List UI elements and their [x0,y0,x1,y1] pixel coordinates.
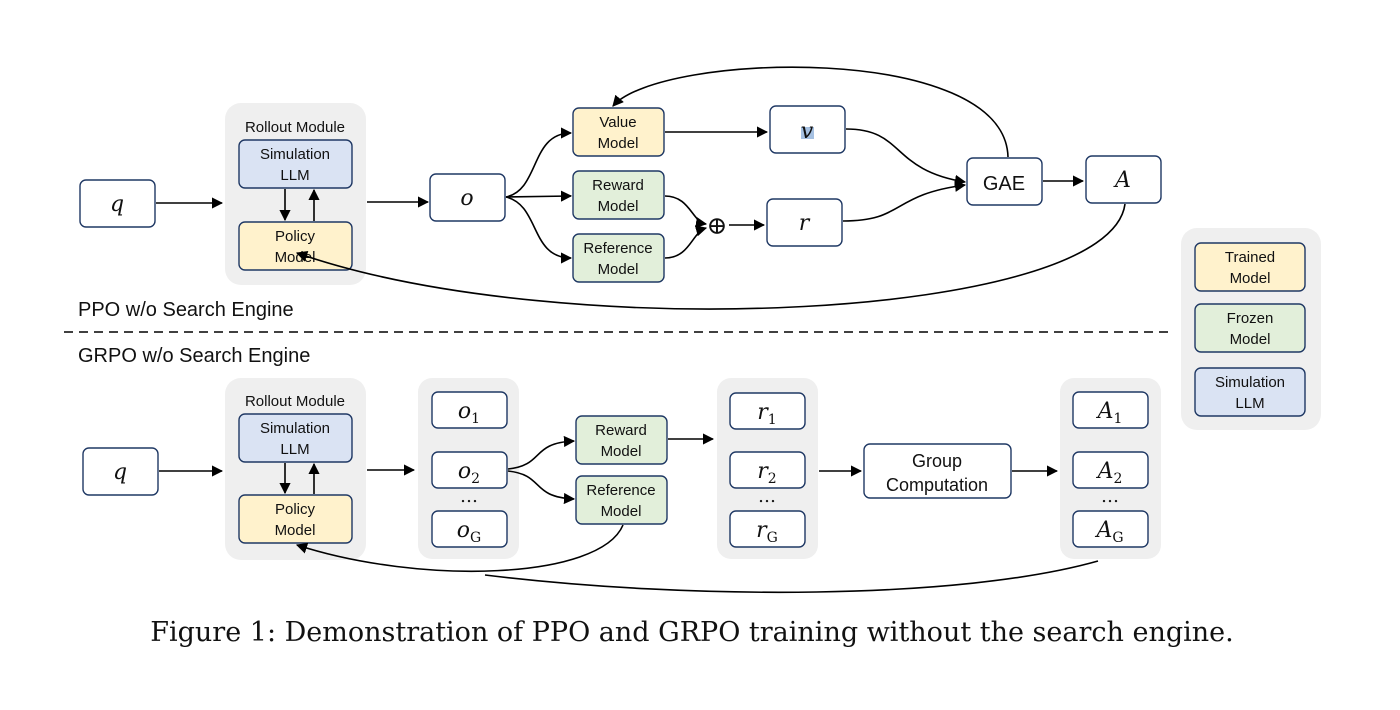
ppo-value-model [572,107,665,157]
ppo-o-to-reward-arrow [505,190,573,202]
ppo-output-box [429,173,506,222]
grpo-reward-model-line2: Model [601,443,642,460]
legend-trained-model [1194,242,1306,292]
ppo-reward-model-line1: Reward [592,177,644,194]
ppo-reward-model-line2: Model [598,198,639,215]
ppo-v-to-gae-arrow [845,128,967,186]
legend-trained-line1: Trained [1225,249,1275,266]
ppo-advantage-to-policy-feedback-arrow [295,203,1126,310]
grpo-reward-box-g [729,510,806,548]
legend-simulation-llm [1194,367,1306,417]
grpo-output-g: oG [457,518,481,546]
grpo-reward-model [575,415,668,465]
ppo-reference-model [572,233,665,283]
grpo-reference-model-line2: Model [601,503,642,520]
grpo-output-box-1 [431,391,508,429]
ppo-gae: GAE [983,173,1025,195]
ppo-policy-model-line1: Policy [275,228,316,245]
ppo-reward-model [572,170,665,220]
grpo-query: q [113,460,127,485]
grpo-group-computation-line2: Computation [886,475,988,495]
grpo-section-label: GRPO w/o Search Engine [78,345,310,367]
ppo-advantage: A [1113,168,1131,193]
grpo-advantages-ellipsis: … [1101,486,1119,507]
grpo-policy-model [238,494,353,544]
grpo-reference-model [575,475,668,525]
ppo-o-to-reference-arrow [505,196,573,264]
ppo-value-model-line2: Model [598,135,639,152]
ppo-gae-to-value-feedback-arrow [612,66,1009,158]
ppo-reference-model-line1: Reference [583,240,652,257]
legend-trained-line2: Model [1230,270,1271,287]
ppo-value-highlight [801,127,814,139]
grpo-advantage-2: A2 [1096,459,1123,487]
legend-simulation-line1: Simulation [1215,374,1285,391]
ppo-reward-box [766,198,843,247]
grpo-rollout-title: Rollout Module [245,393,345,410]
ppo-simulation-llm [238,139,353,189]
grpo-reward-box-2 [729,451,806,489]
grpo-policy-model-line1: Policy [275,501,316,518]
grpo-simulation-llm-line1: Simulation [260,420,330,437]
grpo-policy-model-line2: Model [275,522,316,539]
ppo-query: q [110,192,124,217]
ppo-reference-to-plus-arrow [664,225,708,259]
grpo-output-box-g [431,510,508,548]
ppo-reward: r [799,211,811,236]
figure-caption: Figure 1: Demonstration of PPO and GRPO … [150,617,1233,648]
grpo-output-2: o2 [458,459,480,487]
ppo-advantage-box [1085,155,1162,204]
ppo-rollout-title: Rollout Module [245,119,345,136]
grpo-reward-2: r2 [757,459,776,487]
ppo-value: v [801,119,814,144]
grpo-output-box-2 [431,451,508,489]
grpo-reward-1: r1 [757,400,776,428]
grpo-advantage-feedback-curve [484,560,1099,594]
ppo-combine-symbol: ⊕ [707,211,728,240]
grpo-o2-to-reward-arrow [507,435,576,470]
grpo-reward-g: rG [756,518,778,546]
legend-frozen-model [1194,303,1306,353]
ppo-query-box [79,179,156,228]
legend-frozen-line2: Model [1230,331,1271,348]
grpo-outputs-ellipsis: … [460,486,478,507]
grpo-simulation-llm-line2: LLM [280,441,309,458]
ppo-o-to-value-arrow [505,127,573,198]
ppo-r-to-gae-arrow [842,180,967,222]
ppo-output: o [460,186,473,211]
grpo-output-1: o1 [458,399,480,427]
grpo-o2-to-reference-arrow [507,470,576,505]
ppo-reward-to-plus-arrow [664,195,708,229]
grpo-advantage-box-2 [1072,451,1149,489]
grpo-reference-model-line1: Reference [586,482,655,499]
grpo-reward-model-line1: Reward [595,422,647,439]
ppo-simulation-llm-line2: LLM [280,167,309,184]
ppo-policy-model [238,221,353,271]
grpo-advantage-box-g [1072,510,1149,548]
grpo-reward-box-1 [729,392,806,430]
grpo-query-box [82,447,159,496]
legend-simulation-line2: LLM [1235,395,1264,412]
grpo-rewards-ellipsis: … [758,486,776,507]
ppo-reference-model-line2: Model [598,261,639,278]
legend-frozen-line1: Frozen [1227,310,1274,327]
grpo-group-computation-line1: Group [912,451,962,471]
grpo-advantage-box-1 [1072,391,1149,429]
grpo-group-computation [863,443,1012,499]
grpo-advantage-1: A1 [1096,399,1123,427]
grpo-advantage-g: AG [1094,518,1123,546]
ppo-section-label: PPO w/o Search Engine [78,299,294,321]
ppo-gae-box [966,157,1043,206]
ppo-simulation-llm-line1: Simulation [260,146,330,163]
ppo-value-model-line1: Value [599,114,636,131]
grpo-simulation-llm [238,413,353,463]
grpo-reference-to-policy-feedback-arrow [295,524,624,573]
